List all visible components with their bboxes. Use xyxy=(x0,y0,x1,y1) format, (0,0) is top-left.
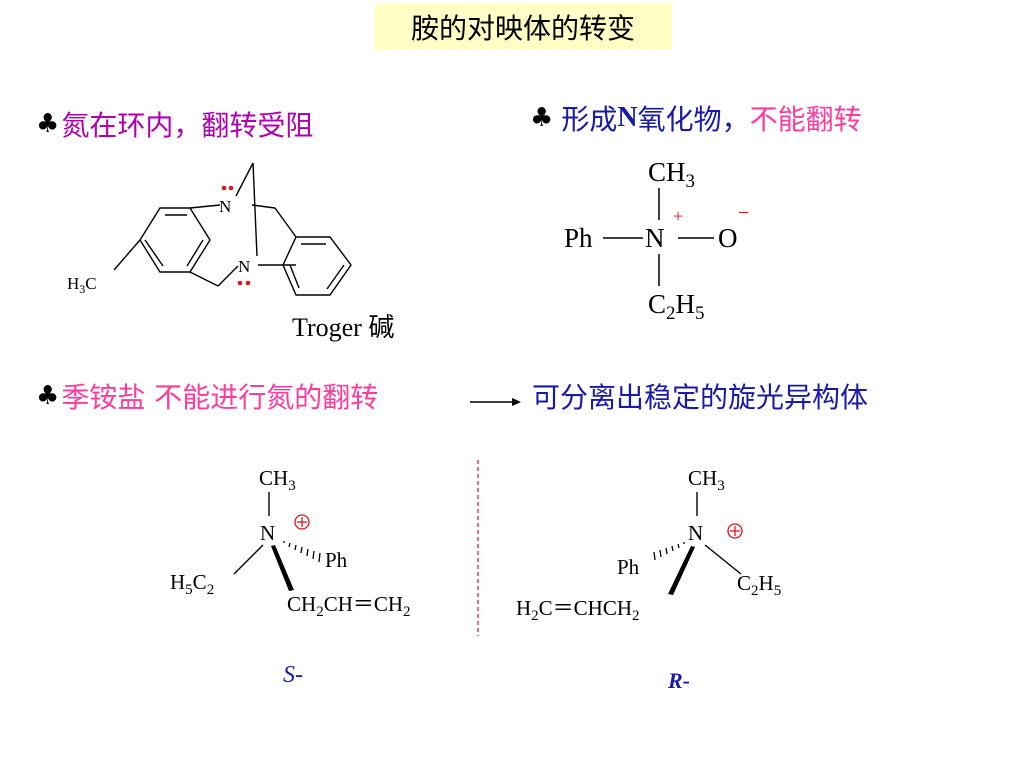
s-positive-charge-icon xyxy=(294,514,310,530)
r-allyl: H2C＝CHCH2 xyxy=(516,596,640,624)
n-oxide-structure: CH3 Ph N O + − C2H5 xyxy=(564,157,749,324)
n-oxide-n: N xyxy=(645,223,665,253)
s-configuration-label: S- xyxy=(283,662,303,688)
n-oxide-ph: Ph xyxy=(564,223,593,253)
bullet-n-oxide-n: N xyxy=(617,102,638,133)
s-n: N xyxy=(260,521,275,545)
r-wedge-bond xyxy=(668,546,695,595)
bullet-quaternary-text: 季铵盐 不能进行氮的翻转 xyxy=(61,381,379,414)
r-ethyl: C2H5 xyxy=(737,571,781,599)
s-ethyl: H5C2 xyxy=(170,570,214,598)
s-hashed-bond xyxy=(283,541,321,563)
lone-pair-top xyxy=(221,185,234,191)
club-icon: ♣ xyxy=(36,381,60,411)
n-oxide-plus-charge: + xyxy=(673,206,683,226)
r-ch3: CH3 xyxy=(688,466,725,494)
bullet-quaternary: ♣ 季铵盐 不能进行氮的翻转 xyxy=(36,376,378,416)
club-icon: ♣ xyxy=(530,103,554,133)
bullet-ring-nitrogen: ♣ 氮在环内，翻转受阻 xyxy=(36,104,313,144)
resolvable-isomers-text: 可分离出稳定的旋光异构体 xyxy=(532,381,869,414)
bullet-n-oxide-mid: 氧化物， xyxy=(637,103,750,136)
s-ph: Ph xyxy=(325,548,348,572)
r-configuration-label: R- xyxy=(667,668,690,693)
troger-base-structure xyxy=(113,162,352,296)
n-oxide-minus-charge: − xyxy=(738,202,749,224)
troger-n-top: N xyxy=(219,197,231,216)
s-wedge-bond xyxy=(271,545,294,591)
bullet-ring-nitrogen-text: 氮在环内，翻转受阻 xyxy=(61,109,314,142)
bullet-n-oxide-suffix: 不能翻转 xyxy=(749,103,862,136)
troger-n-bottom: N xyxy=(238,257,250,276)
club-icon: ♣ xyxy=(36,109,60,139)
r-isomer-structure: CH3 N C2H5 Ph H2C＝CHCH2 R- xyxy=(516,466,781,693)
n-oxide-ch3: CH3 xyxy=(648,157,695,192)
s-ch3: CH3 xyxy=(259,466,296,494)
n-oxide-ethyl: C2H5 xyxy=(648,289,705,324)
n-oxide-o: O xyxy=(718,223,738,253)
bullet-n-oxide: ♣ 形成 N 氧化物， 不能翻转 xyxy=(530,98,862,138)
s-isomer-structure: CH3 N H5C2 Ph CH2CH＝CH2 S- xyxy=(170,466,411,688)
lone-pair-bottom xyxy=(237,280,251,286)
r-hashed-bond xyxy=(653,542,685,561)
troger-base-label: Troger 碱 xyxy=(292,313,394,342)
page-title: 胺的对映体的转变 xyxy=(374,4,672,50)
bullet-n-oxide-prefix: 形成 xyxy=(561,103,618,136)
arrow-icon xyxy=(470,398,521,406)
r-n: N xyxy=(688,521,703,545)
r-positive-charge-icon xyxy=(727,523,743,539)
s-allyl: CH2CH＝CH2 xyxy=(287,592,411,620)
troger-methyl-label: H3C xyxy=(67,274,97,296)
r-ph: Ph xyxy=(617,555,640,579)
